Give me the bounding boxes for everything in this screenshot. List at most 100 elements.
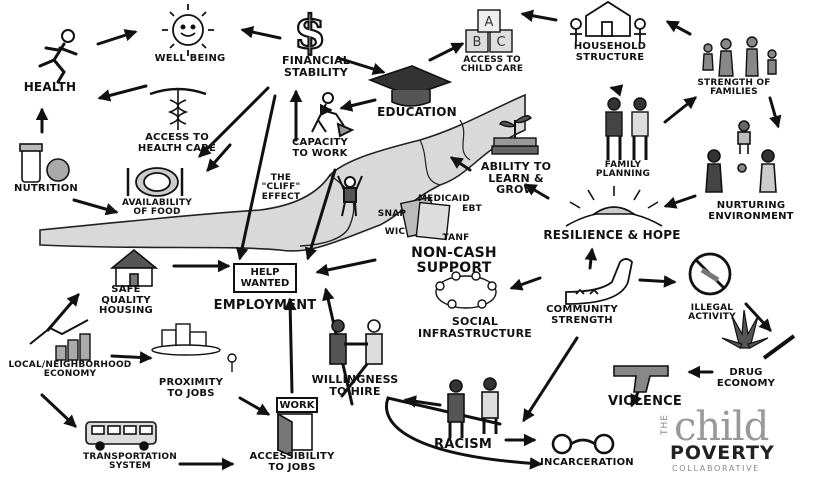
arrow (520, 9, 558, 23)
illegal-activity-label: ILLEGAL ACTIVITY (688, 303, 736, 323)
coins-icon (29, 319, 91, 361)
couple-icon (605, 97, 649, 160)
plate-icon (126, 167, 184, 197)
racism-label: RACISM (434, 437, 492, 452)
employment-label: EMPLOYMENT (213, 298, 317, 313)
financial-stability-label: FINANCIAL STABILITY (281, 54, 351, 79)
nutrition-label: NUTRITION (14, 183, 78, 194)
arrow (72, 198, 119, 216)
arrow (198, 86, 270, 158)
logo-poverty: POVERTY (670, 442, 775, 464)
household-structure-label: HOUSEHOLD STRUCTURE (573, 41, 647, 63)
cliff-canyon (39, 93, 526, 252)
arrow (449, 156, 472, 172)
health-label: HEALTH (23, 80, 77, 94)
access-health-care-label: ACCESS TO HEALTH CARE (137, 132, 217, 154)
strength-of-families-label: STRENGTH OF FAMILIES (697, 78, 771, 98)
snap-label: SNAP (377, 209, 407, 219)
medicaid-label: MEDICAID (418, 194, 470, 204)
bus-icon (85, 421, 157, 451)
dollar-icon: $ (293, 4, 327, 60)
education-label: EDUCATION (377, 105, 457, 119)
logo-collaborative: COLLABORATIVE (672, 464, 761, 473)
house-icon (570, 0, 646, 42)
arrow (663, 194, 697, 209)
arrow (40, 393, 77, 428)
child-poverty-collaborative-logo: THE child POVERTY COLLABORATIVE (660, 404, 820, 476)
ability-learn-grow-label: ABILITY TO LEARN & GROW (480, 160, 552, 197)
arrow (403, 395, 442, 408)
arrow (584, 247, 598, 270)
svg-text:A: A (485, 15, 494, 30)
handshake-icon (329, 319, 383, 365)
local-economy-label: LOCAL/NEIGHBORHOOD ECONOMY (8, 360, 132, 380)
incarceration-label: INCARCERATION (540, 457, 634, 468)
arrow (97, 84, 148, 102)
food-jar-icon (19, 143, 70, 183)
arrow (665, 20, 692, 36)
violence-label: VIOLENCE (607, 394, 682, 409)
arrow (768, 96, 782, 129)
arrows (35, 9, 782, 471)
plant-books-icon (491, 115, 539, 155)
toddler-icon (737, 120, 751, 154)
arrow (304, 168, 337, 261)
arrow (206, 143, 232, 172)
willingness-to-hire-label: WILLINGNESS TO HIRE (311, 373, 399, 398)
documents-icon (399, 196, 451, 241)
ebt-label: EBT (462, 204, 482, 214)
nurturing-environment-label: NURTURING ENVIRONMENT (708, 200, 794, 222)
two-men-icon (447, 377, 499, 438)
availability-of-food-label: AVAILABILITY OF FOOD (121, 198, 193, 218)
svg-text:$: $ (294, 5, 326, 59)
gun-icon (613, 365, 669, 393)
abc-blocks-icon: A B C (465, 9, 513, 53)
arrow (240, 25, 282, 40)
nurturing-figures-icon (705, 149, 777, 193)
arrow (523, 183, 550, 200)
tanf-label: TANF (442, 233, 470, 243)
handcuffs-icon (551, 433, 615, 455)
arrow (385, 396, 543, 470)
arrow (283, 297, 297, 394)
caduceus-icon (149, 87, 207, 130)
svg-text:B: B (473, 35, 482, 50)
community-strength-label: COMMUNITY STRENGTH (546, 304, 618, 326)
social-infrastructure-label: SOCIAL INFRASTRUCTURE (418, 315, 532, 340)
arrow (609, 84, 624, 97)
arrow (339, 98, 377, 112)
runner-icon (38, 29, 78, 84)
proximity-to-jobs-label: PROXIMITY TO JOBS (158, 377, 224, 399)
door-icon (277, 412, 313, 458)
arrow (235, 94, 277, 261)
sun-icon (162, 4, 214, 56)
arrow (522, 336, 579, 423)
arrow (238, 396, 271, 416)
work-sign: WORK (276, 397, 318, 413)
arrow (663, 96, 697, 124)
arrow (315, 258, 377, 277)
family-planning-label: FAMILY PLANNING (595, 160, 651, 180)
sunrise-icon (565, 186, 663, 227)
family-figures-icon (702, 36, 777, 77)
wic-label: WIC (384, 227, 406, 237)
help-wanted-sign: HELP WANTED (233, 263, 297, 293)
arrow (428, 42, 465, 62)
house-small-icon (109, 248, 159, 287)
logo-the: THE (660, 414, 670, 435)
well-being-label: WELL BEING (154, 53, 226, 64)
arrow (96, 29, 138, 46)
arrow (638, 275, 677, 288)
transportation-system-label: TRANSPORTATION SYSTEM (83, 452, 177, 472)
arrow (46, 293, 80, 332)
accessibility-to-jobs-label: ACCESSIBILITY TO JOBS (249, 451, 335, 473)
drug-economy-label: DRUG ECONOMY (716, 367, 776, 389)
capacity-to-work-label: CAPACITY TO WORK (292, 137, 348, 159)
access-child-care-label: ACCESS TO CHILD CARE (460, 55, 524, 75)
worker-icon (311, 92, 355, 138)
city-icon (151, 323, 237, 372)
non-cash-support-label: NON-CASH SUPPORT (411, 245, 497, 276)
svg-text:C: C (496, 35, 505, 50)
